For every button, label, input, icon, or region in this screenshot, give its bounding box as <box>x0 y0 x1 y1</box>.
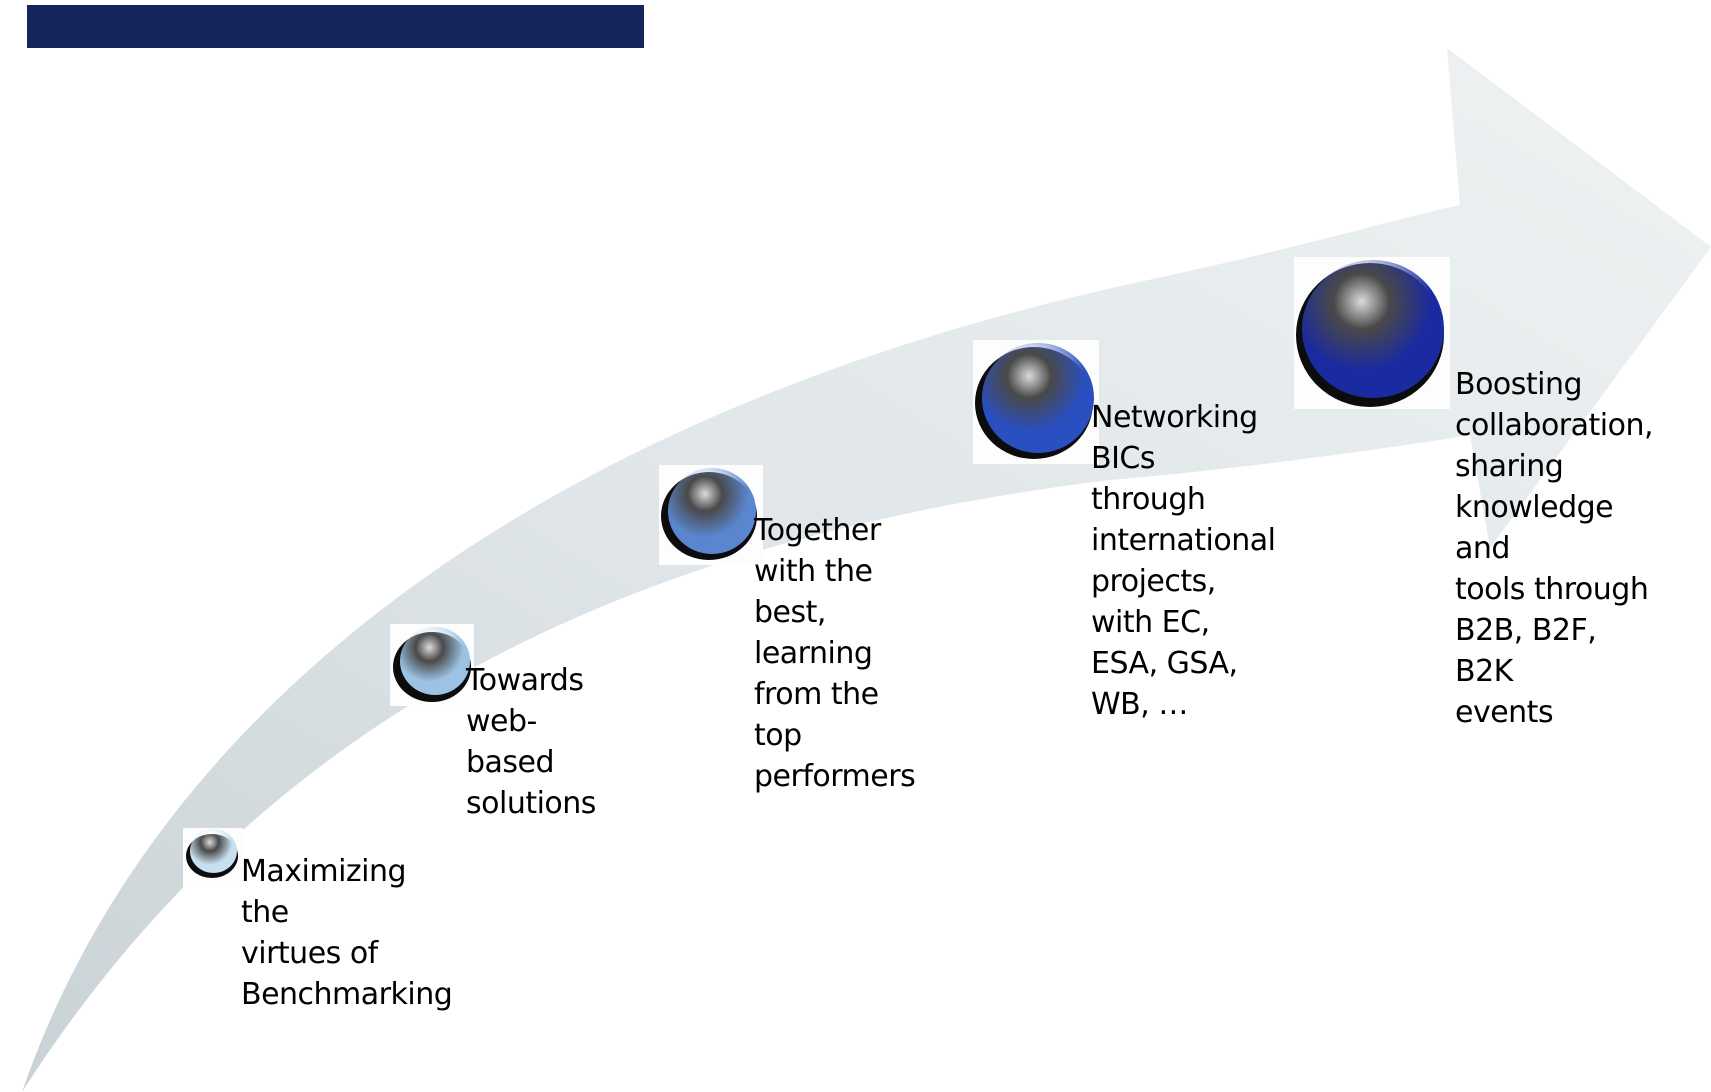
header-bar <box>27 5 644 48</box>
step-1-label: Maximizing the virtues of Benchmarking <box>241 854 453 1012</box>
step-1-ball-icon <box>190 829 237 873</box>
step-3-label: Together with the best, learning from th… <box>754 513 916 794</box>
step-4-ball-icon <box>982 343 1094 453</box>
arrow-shape <box>22 48 1711 1092</box>
step-2-label: Towards web- based solutions <box>466 663 596 821</box>
step-4-label: Networking BICs through international pr… <box>1091 400 1276 722</box>
step-2-ball-icon <box>400 627 470 695</box>
step-5-label: Boosting collaboration, sharing knowledg… <box>1455 367 1654 730</box>
step-5-ball-icon <box>1302 260 1444 398</box>
step-3-ball-icon <box>668 468 756 554</box>
